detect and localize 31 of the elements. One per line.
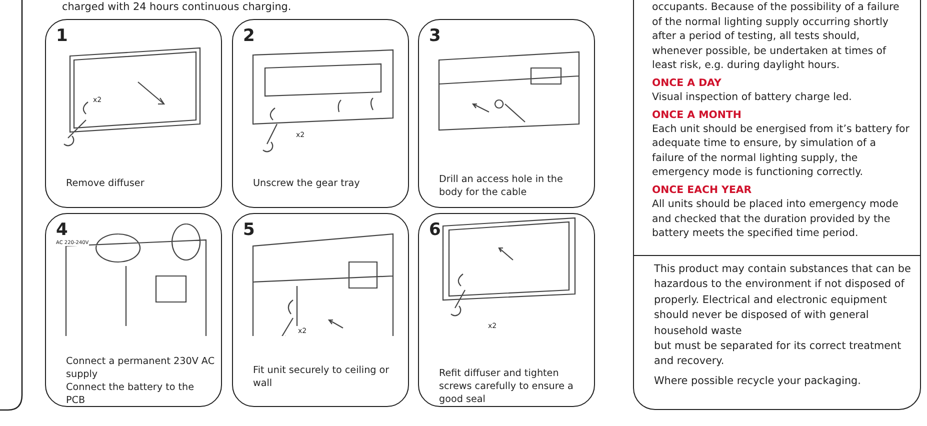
step-number: 3 — [429, 28, 441, 45]
section-heading: ONCE EACH YEAR — [652, 184, 753, 198]
step-number: 5 — [243, 222, 255, 239]
step-panel — [45, 213, 222, 407]
section-heading: ONCE A DAY — [652, 76, 722, 91]
paragraph: occupants. Because of the possibility of a failure of the normal lighting supply occurring shortly after a period of testing, all tests should, whenever possible, be undertaken at times of least risk, e.g. during daylight hours. — [652, 1, 900, 74]
step-instruction: Drill an access hole in the body for the cable — [439, 173, 564, 199]
step-panel — [232, 19, 409, 208]
step-number: 2 — [243, 28, 255, 45]
step-number: 1 — [56, 28, 68, 45]
paragraph: Where possible recycle your packaging. — [654, 374, 862, 389]
step-panel — [45, 19, 222, 208]
step-panel — [418, 213, 595, 407]
paragraph: but must be separated for its correct treatment and recovery. — [654, 339, 902, 370]
step-instruction: Unscrew the gear tray — [253, 177, 361, 190]
paragraph: All units should be placed into emergency mode and checked that the duration provided by the battery meets the specified time period. — [652, 198, 900, 242]
step-number: 6 — [429, 222, 441, 239]
step-instruction: Connect the battery to the PCB — [66, 381, 196, 407]
paragraph: Each unit should be energised from it’s battery for adequate time to ensure, by simulation of a failure of the normal lighting supply, the emergency mode is functioning correctly. — [652, 122, 910, 180]
step-instruction: Connect a permanent 230V AC supply — [66, 355, 215, 381]
paragraph: Visual inspection of battery charge led. — [652, 90, 853, 105]
step-number: 4 — [56, 222, 68, 239]
step-instruction: Remove diffuser — [66, 177, 146, 190]
disposal-panel — [633, 256, 921, 410]
step-panel — [232, 213, 409, 407]
section-heading: ONCE A MONTH — [652, 108, 742, 123]
step-instruction: Refit diffuser and tighten screws carefully to ensure a good seal — [439, 367, 574, 406]
step-instruction: Fit unit securely to ceiling or wall — [253, 364, 390, 390]
maintenance-panel — [633, 0, 921, 256]
intro-text: charged with 24 hours continuous charging. — [62, 1, 292, 13]
step-panel — [418, 19, 595, 208]
